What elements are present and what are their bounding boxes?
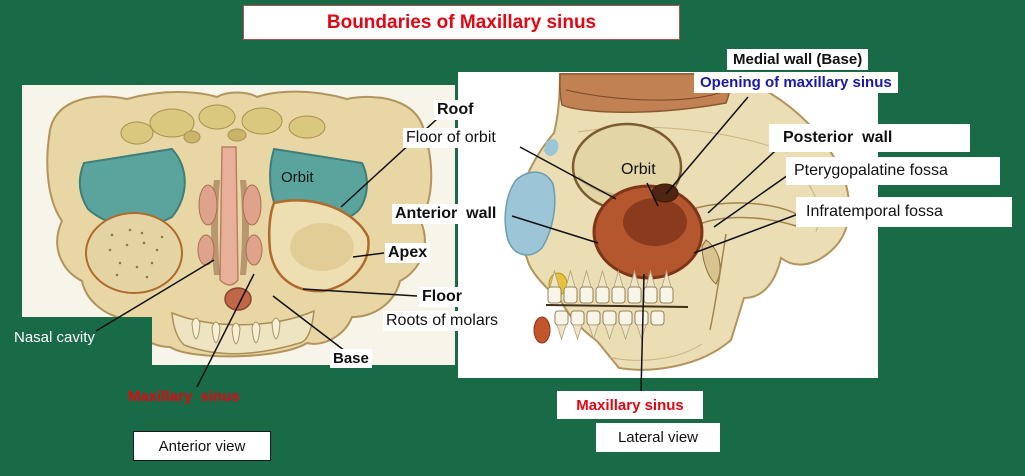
label-anterior-wall: Anterior wall [392,204,500,225]
label-floor: Floor [419,287,465,308]
label-maxillary-sinus-anterior: Maxillary sinus [128,388,240,405]
label-medial-wall: Medial wall (Base) [727,49,869,70]
frontal-bone-cells [120,104,326,145]
label-posterior-wall: Posterior wall [769,124,970,152]
diploe-line [565,89,723,101]
label-floor-of-orbit: Floor of orbit [403,128,499,149]
label-base: Base [330,349,372,369]
label-nasal-cavity: Nasal cavity [14,329,95,346]
label-orbit-lateral: Orbit [621,161,656,178]
label-apex: Apex [385,243,431,264]
label-opening-of-maxillary-sinus: Opening of maxillary sinus [694,72,898,93]
page-title: Boundaries of Maxillary sinus [243,5,680,40]
sinus-depth-shading [623,198,687,246]
sinus-inner-shading [290,223,354,271]
lip-soft-tissue [533,316,551,344]
label-pterygopalatine-fossa: Pterygopalatine fossa [786,157,1000,185]
label-roof: Roof [434,100,477,121]
sinus-opening-ostium [651,183,679,203]
maxillary-sinus-cavity-left [85,212,183,294]
nasal-conchae [197,184,263,266]
label-maxillary-sinus-lateral: Maxillary sinus [557,391,703,419]
upper-teeth [547,269,674,304]
label-roots-of-molars: Roots of molars [383,311,502,332]
label-infratemporal-fossa: Infratemporal fossa [796,197,1012,227]
label-orbit-anterior: Orbit [281,169,314,186]
chin-shading [607,343,703,361]
nasal-septum [219,146,239,286]
lower-teeth [554,310,665,341]
caption-lateral-view: Lateral view [596,423,720,452]
anterior-nasal-spine [224,287,252,311]
occlusal-gap [545,304,689,308]
caption-anterior-view: Anterior view [133,431,271,461]
